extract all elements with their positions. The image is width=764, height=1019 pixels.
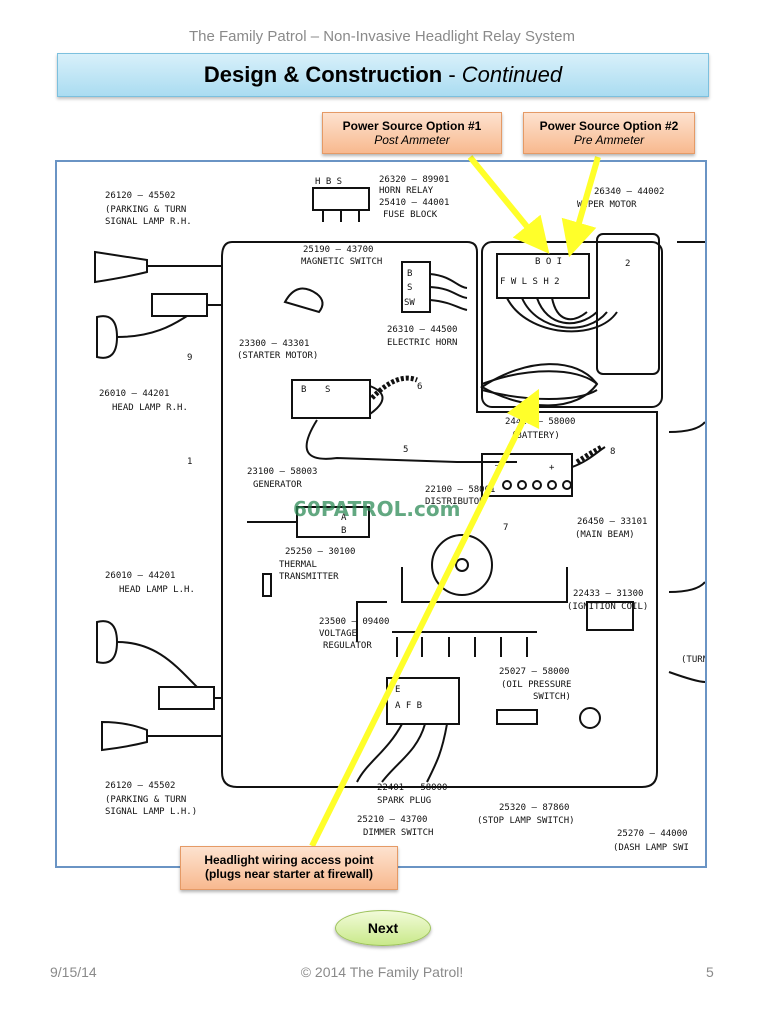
callout-power-option-1: Power Source Option #1 Post Ammeter (322, 112, 502, 154)
label-mag-switch: MAGNETIC SWITCH (301, 257, 382, 267)
label-wiper: WIPER MOTOR (577, 200, 637, 210)
label-main-beam: (MAIN BEAM) (575, 530, 635, 540)
footer-date: 9/15/14 (50, 964, 97, 980)
label-park-turn-rh-2: SIGNAL LAMP R.H. (105, 217, 192, 227)
label-regulator-num: 23500 — 09400 (319, 617, 389, 627)
label-ignition-num: 22433 — 31300 (573, 589, 643, 599)
callout-access-line2: (plugs near starter at firewall) (204, 867, 374, 881)
label-battery: (BATTERY) (511, 431, 560, 441)
label-ref5: 5 (403, 445, 408, 455)
label-stop: (STOP LAMP SWITCH) (477, 816, 575, 826)
label-generator-num: 23100 — 58003 (247, 467, 317, 477)
label-dim-e: E (395, 685, 400, 695)
label-mag-switch-num: 25190 — 43700 (303, 245, 373, 255)
wiring-diagram: 26120 — 45502 (PARKING & TURN SIGNAL LAM… (55, 160, 707, 868)
slide-title: Design & Construction - Continued (57, 53, 709, 97)
label-dimmer-num: 25210 — 43700 (357, 815, 427, 825)
label-turn: (TURN (681, 655, 705, 665)
footer-copyright: © 2014 The Family Patrol! (300, 964, 464, 980)
label-ref6: 6 (417, 382, 422, 392)
label-dimmer: DIMMER SWITCH (363, 828, 433, 838)
label-park-turn-lh-num: 26120 — 45502 (105, 781, 175, 791)
label-starter-num: 23300 — 43301 (239, 339, 309, 349)
callout-access-point: Headlight wiring access point (plugs nea… (180, 846, 398, 890)
callout-option1-subtitle: Post Ammeter (374, 133, 450, 147)
label-wiper-num: 26340 — 44002 (594, 187, 664, 197)
label-mag-b: B (407, 269, 412, 279)
label-oil-2: SWITCH) (533, 692, 571, 702)
callout-access-line1: Headlight wiring access point (204, 853, 374, 867)
label-horn-relay: HORN RELAY (379, 186, 434, 196)
label-fuse-block-num: 25410 — 44001 (379, 198, 449, 208)
label-ignition: (IGNITION COIL) (567, 602, 648, 612)
label-batt-minus: — (495, 461, 501, 471)
label-starter: (STARTER MOTOR) (237, 351, 318, 361)
title-separator: - (442, 62, 462, 87)
callout-option2-subtitle: Pre Ammeter (573, 133, 645, 147)
label-distributor-num: 22100 — 58001 (425, 485, 495, 495)
label-ref2: 2 (625, 259, 630, 269)
label-elec-horn-num: 26310 — 44500 (387, 325, 457, 335)
label-park-turn-lh-2: SIGNAL LAMP L.H.) (105, 807, 197, 817)
label-regulator-2: REGULATOR (323, 641, 372, 651)
title-main: Design & Construction (203, 62, 443, 87)
callout-option2-title: Power Source Option #2 (539, 119, 679, 133)
label-dash-num: 25270 — 44000 (617, 829, 687, 839)
label-park-turn-rh-num: 26120 — 45502 (105, 191, 175, 201)
label-battery-num: 24410 — 58000 (505, 417, 575, 427)
label-oil-1: (OIL PRESSURE (501, 680, 571, 690)
label-spark-num: 22401 — 58000 (377, 783, 447, 793)
label-head-lh-num: 26010 — 44201 (105, 571, 175, 581)
label-stop-num: 25320 — 87860 (499, 803, 569, 813)
label-ref7: 7 (503, 523, 508, 533)
page-header: The Family Patrol – Non-Invasive Headlig… (189, 28, 575, 45)
label-park-turn-rh-1: (PARKING & TURN (105, 205, 186, 215)
label-ref1: 1 (187, 457, 192, 467)
wiring-diagram-svg: 26120 — 45502 (PARKING & TURN SIGNAL LAM… (94, 175, 705, 853)
callout-option1-title: Power Source Option #1 (342, 119, 482, 133)
label-mag-s: S (407, 283, 412, 293)
label-ref8: 8 (610, 447, 615, 457)
label-main-beam-num: 26450 — 33101 (577, 517, 647, 527)
label-regulator-1: VOLTAGE (319, 629, 357, 639)
label-starter-s: S (325, 385, 330, 395)
label-gen-b: B (341, 526, 346, 536)
label-horn-relay-num: 26320 — 89901 (379, 175, 449, 185)
label-batt-plus: + (549, 463, 555, 473)
label-spark: SPARK PLUG (377, 796, 431, 806)
label-dash: (DASH LAMP SWI (613, 843, 689, 853)
callout-power-option-2: Power Source Option #2 Pre Ammeter (523, 112, 695, 154)
label-fuse-letters: F W L S H 2 (500, 277, 560, 287)
label-relay-letters: H B S (315, 177, 342, 187)
label-dim-letters: A F B (395, 701, 422, 711)
label-elec-horn: ELECTRIC HORN (387, 338, 457, 348)
footer-page-number: 5 (706, 964, 714, 980)
label-oil-num: 25027 — 58000 (499, 667, 569, 677)
title-continued: Continued (461, 62, 563, 87)
next-button[interactable]: Next (335, 910, 431, 946)
label-park-turn-lh-1: (PARKING & TURN (105, 795, 186, 805)
label-thermal-num: 25250 — 30100 (285, 547, 355, 557)
label-thermal-2: TRANSMITTER (279, 572, 339, 582)
label-thermal-1: THERMAL (279, 560, 317, 570)
label-head-rh: HEAD LAMP R.H. (112, 403, 188, 413)
label-generator: GENERATOR (253, 480, 302, 490)
label-mag-sw: SW (404, 298, 415, 308)
label-starter-b: B (301, 385, 306, 395)
label-head-lh: HEAD LAMP L.H. (119, 585, 195, 595)
label-fuse-top: B O I (535, 257, 562, 267)
label-head-rh-num: 26010 — 44201 (99, 389, 169, 399)
label-ref9: 9 (187, 353, 192, 363)
label-fuse-block: FUSE BLOCK (383, 210, 438, 220)
watermark: 60PATROL.com (293, 497, 460, 521)
